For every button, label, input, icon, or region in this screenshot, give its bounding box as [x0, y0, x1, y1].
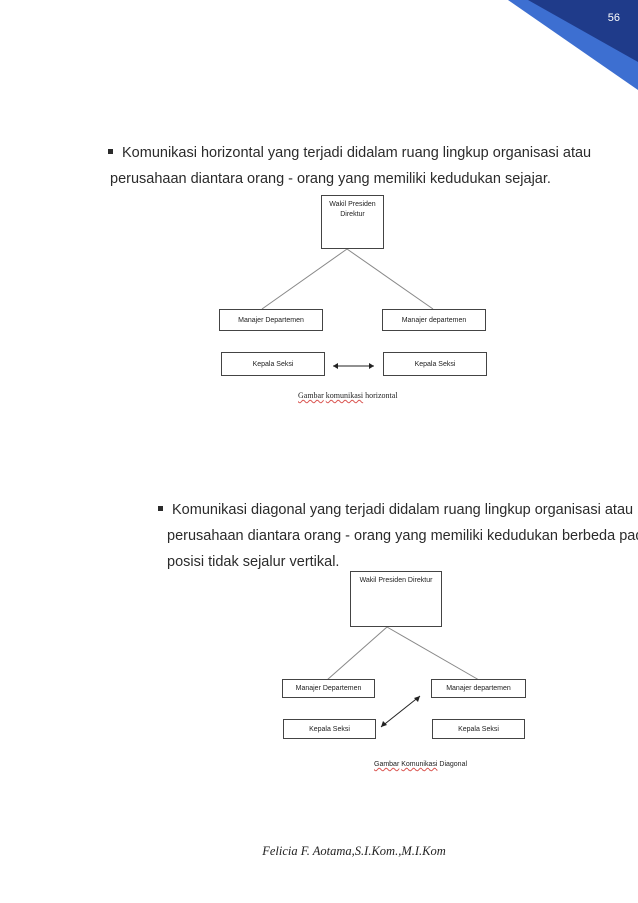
caption2-word3: Diagonal	[439, 761, 468, 768]
caption2-word1: Gambar	[374, 761, 400, 768]
caption1-word2: komunikasi	[325, 391, 364, 400]
caption1-word3: horizontal	[365, 391, 398, 400]
box-section-head-right: Kepala Seksi	[383, 352, 487, 376]
section2-line3: posisi tidak sejalur vertikal.	[167, 554, 340, 570]
box-section-head-right: Kepala Seksi	[432, 719, 525, 739]
caption-diagonal: Gambar Komunikasi Diagonal	[374, 761, 467, 768]
section2-line1: Komunikasi diagonal yang terjadi didalam…	[172, 502, 634, 518]
box-vp-line2: Direktur	[340, 211, 365, 218]
diagonal-arrow	[380, 695, 421, 728]
caption1-word1: Gambar	[298, 391, 324, 400]
box-section-head-left: Kepala Seksi	[283, 719, 376, 739]
box-manager-right: Manajer departemen	[431, 679, 526, 698]
section1-line2: perusahaan diantara orang - orang yang m…	[110, 171, 551, 187]
section2-text: Komunikasi diagonal yang terjadi didalam…	[158, 497, 638, 575]
box-section-head-left: Kepala Seksi	[221, 352, 325, 376]
corner-decoration	[508, 0, 638, 90]
box-manager-right: Manajer departemen	[382, 309, 486, 331]
footer-author: Felicia F. Aotama,S.I.Kom.,M.I.Kom	[262, 844, 446, 858]
caption-horizontal: Gambar komunikasi horizontal	[298, 391, 398, 400]
caption2-word2: Komunikasi	[401, 761, 438, 768]
bullet-icon	[158, 505, 163, 511]
section1-line1: Komunikasi horizontal yang terjadi didal…	[122, 145, 592, 161]
section2-line2: perusahaan diantara orang - orang yang m…	[167, 528, 638, 544]
bullet-icon	[108, 148, 113, 154]
page-number: 56	[607, 12, 620, 24]
box-vice-president-director: Wakil Presiden Direktur	[350, 571, 442, 627]
section1-text: Komunikasi horizontal yang terjadi didal…	[108, 140, 591, 192]
box-vp-line1: Wakil Presiden	[329, 201, 376, 208]
box-manager-left: Manajer Departemen	[282, 679, 375, 698]
box-manager-left: Manajer Departemen	[219, 309, 323, 331]
